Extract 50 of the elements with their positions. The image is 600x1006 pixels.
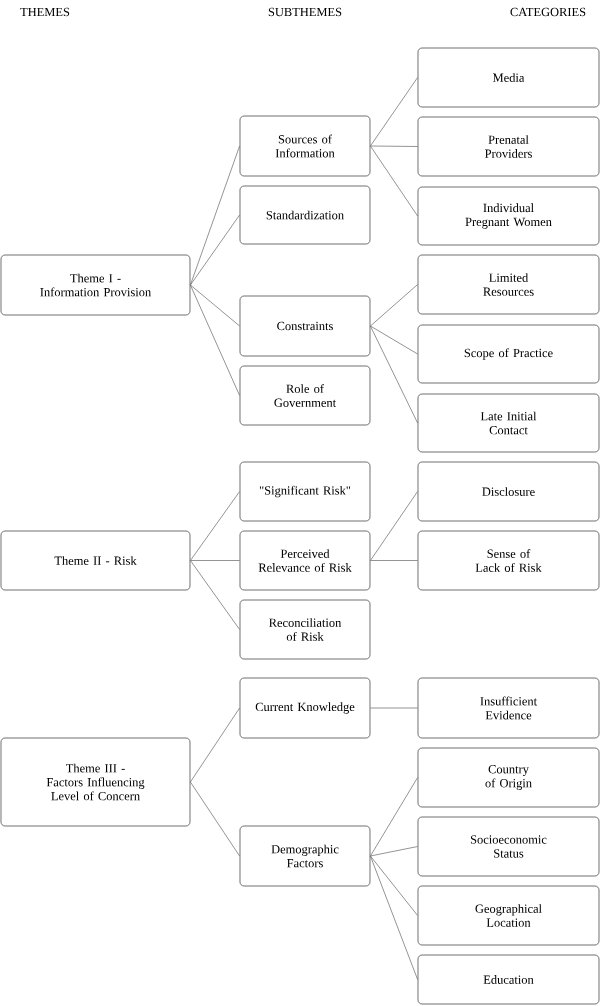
text-box: Sense of Lack of Risk <box>417 530 600 591</box>
text-box: Constraints <box>239 295 371 357</box>
column-heading: THEMES <box>20 7 70 17</box>
text-box: Sources of Information <box>239 115 371 177</box>
connector-line <box>370 846 418 857</box>
text-box: Role of Government <box>239 365 371 426</box>
text-box: Theme III - Factors Influencing Level of Concern <box>0 737 191 827</box>
text-box: Prenatal Providers <box>417 116 600 177</box>
connector-line <box>370 325 418 424</box>
connector-line <box>370 77 418 147</box>
text-box: Insufficient Evidence <box>417 677 600 739</box>
connector-line <box>370 284 418 327</box>
connector-line <box>190 707 240 783</box>
connector-line <box>370 707 418 709</box>
text-box: Perceived Relevance of Risk <box>239 530 371 591</box>
text-box: Country of Origin <box>417 747 600 808</box>
column-heading: CATEGORIES <box>510 7 586 17</box>
text-box: Individual Pregnant Women <box>417 186 600 246</box>
connector-line <box>370 491 418 561</box>
connector-line <box>370 855 418 916</box>
connector-line <box>190 781 240 857</box>
column-heading: SUBTHEMES <box>268 7 342 17</box>
text-box: Theme II - Risk <box>0 530 191 591</box>
text-box: Standardization <box>239 185 371 245</box>
connector-line <box>370 855 418 980</box>
text-box: Limited Resources <box>417 254 600 315</box>
connector-line <box>190 214 240 286</box>
text-box: Disclosure <box>417 461 600 522</box>
text-box: Theme I - Information Provision <box>0 254 191 316</box>
text-box: "Significant Risk" <box>239 461 371 522</box>
text-box: Education <box>417 954 600 1005</box>
text-box: Geographical Location <box>417 885 600 946</box>
connector-line <box>370 145 418 217</box>
connector-line <box>370 560 418 561</box>
connector-line <box>190 145 240 286</box>
text-box: Current Knowledge <box>239 677 371 739</box>
text-box: Socioeconomic Status <box>417 816 600 877</box>
text-box: Reconciliation of Risk <box>239 599 371 660</box>
connector-line <box>370 145 418 147</box>
connector-line <box>370 325 418 355</box>
connector-line <box>190 284 240 396</box>
connector-line <box>190 284 240 327</box>
connector-line <box>190 560 240 561</box>
text-box: Late Initial Contact <box>417 393 600 453</box>
text-box: Media <box>417 47 600 108</box>
connector-line <box>190 560 240 630</box>
text-box: Demographic Factors <box>239 825 371 887</box>
text-box: Scope of Practice <box>417 324 600 384</box>
connector-line <box>190 491 240 561</box>
connector-line <box>370 777 418 857</box>
